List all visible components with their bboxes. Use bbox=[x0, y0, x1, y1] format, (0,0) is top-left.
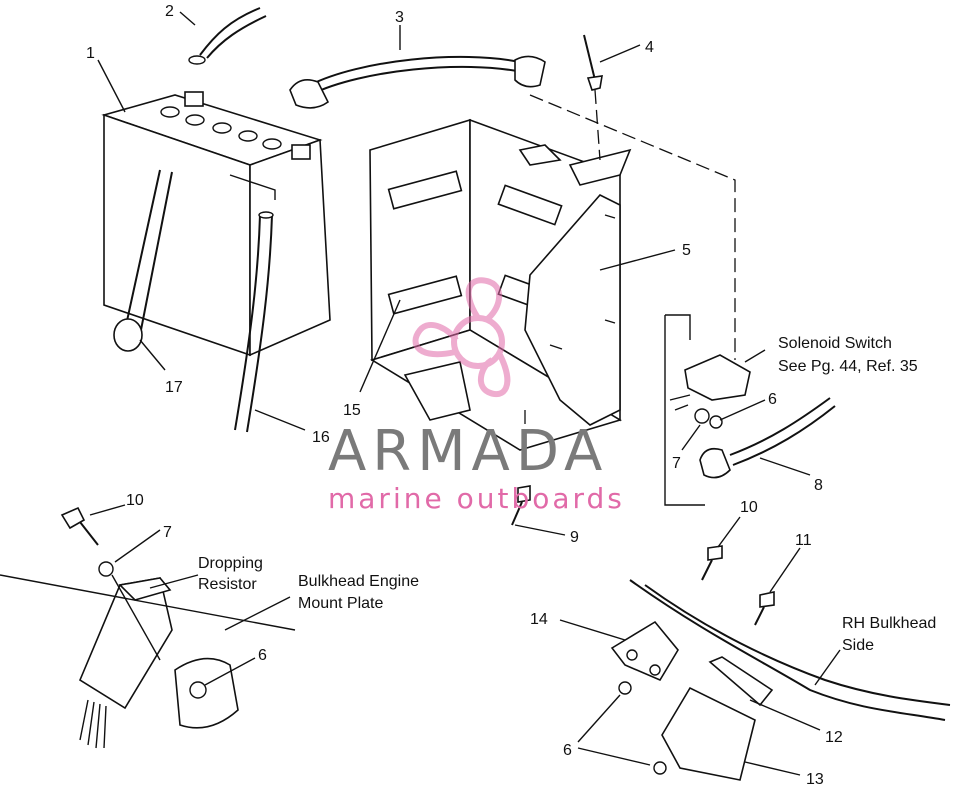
battery bbox=[101, 91, 331, 357]
callout-11: 11 bbox=[795, 532, 812, 549]
callout-7-solenoid: 7 bbox=[672, 455, 681, 472]
routing-line-b bbox=[594, 89, 601, 161]
callout-10-left: 10 bbox=[126, 492, 144, 509]
vent-tube-cap bbox=[113, 318, 143, 352]
leader-lines bbox=[89, 11, 841, 776]
bracket-14 bbox=[610, 620, 679, 682]
note-bulkhead-2: Mount Plate bbox=[298, 595, 383, 612]
nut-6-right-b bbox=[653, 761, 667, 775]
callout-14: 14 bbox=[530, 611, 548, 628]
watermark-tagline: marine outboards bbox=[328, 482, 625, 515]
bulkhead-plate-edge bbox=[0, 574, 296, 631]
callout-4: 4 bbox=[645, 39, 654, 56]
note-solenoid-ref: See Pg. 44, Ref. 35 bbox=[778, 358, 918, 375]
solenoid-switch bbox=[669, 354, 751, 411]
note-dropping-1: Dropping bbox=[198, 555, 263, 572]
cable-8 bbox=[699, 397, 836, 479]
callout-17: 17 bbox=[165, 379, 183, 396]
bracket-line-b bbox=[664, 315, 705, 506]
washer-7-left bbox=[98, 561, 114, 577]
callout-5: 5 bbox=[682, 242, 691, 259]
callout-6-left: 6 bbox=[258, 647, 267, 664]
watermark-brand: ARMADA bbox=[328, 419, 608, 484]
washer-7 bbox=[694, 408, 710, 424]
routing-line-a bbox=[529, 94, 736, 360]
callout-6-right: 6 bbox=[563, 742, 572, 759]
propeller-logo bbox=[412, 277, 511, 398]
cable-2 bbox=[188, 7, 267, 65]
note-rh-bulkhead-1: RH Bulkhead bbox=[842, 615, 936, 632]
drain-hose-edge bbox=[246, 214, 273, 433]
plate-12 bbox=[708, 656, 774, 707]
callout-8: 8 bbox=[814, 477, 823, 494]
note-rh-bulkhead-2: Side bbox=[842, 637, 874, 654]
callout-13: 13 bbox=[806, 771, 824, 786]
bracket-line-a bbox=[665, 314, 691, 340]
callout-3: 3 bbox=[395, 9, 404, 26]
callout-7-left: 7 bbox=[163, 524, 172, 541]
cable-3 bbox=[289, 55, 546, 109]
bolt-9 bbox=[511, 485, 531, 526]
notes: Solenoid Switch See Pg. 44, Ref. 35 Drop… bbox=[198, 335, 936, 654]
callout-6-solenoid: 6 bbox=[768, 391, 777, 408]
callout-10-right: 10 bbox=[740, 499, 758, 516]
vent-tube bbox=[124, 169, 173, 336]
callout-9: 9 bbox=[570, 529, 579, 546]
callout-16: 16 bbox=[312, 429, 330, 446]
drain-hose bbox=[234, 214, 261, 431]
watermark: ARMADA marine outboards bbox=[328, 277, 625, 515]
mount-plate bbox=[174, 657, 239, 729]
note-bulkhead-1: Bulkhead Engine bbox=[298, 573, 419, 590]
nut-6-right-a bbox=[618, 681, 632, 695]
bolt-11 bbox=[759, 591, 775, 608]
callout-1: 1 bbox=[86, 45, 95, 62]
nut-6 bbox=[709, 415, 723, 429]
note-dropping-2: Resistor bbox=[198, 576, 257, 593]
bolt-10-right bbox=[707, 545, 723, 561]
battery-cells bbox=[160, 91, 311, 200]
note-solenoid-title: Solenoid Switch bbox=[778, 335, 892, 352]
bolt-10-shaft bbox=[79, 521, 99, 546]
plate-13 bbox=[661, 686, 756, 781]
dropping-resistor bbox=[78, 577, 173, 749]
callouts: 1 2 3 4 5 6 7 8 9 10 7 6 17 15 16 10 11 … bbox=[86, 3, 843, 786]
callout-15: 15 bbox=[343, 402, 361, 419]
callout-2: 2 bbox=[165, 3, 174, 20]
callout-12: 12 bbox=[825, 729, 843, 746]
battery-strap bbox=[524, 148, 632, 426]
box-latch bbox=[403, 361, 471, 421]
bolt-10-head bbox=[60, 506, 86, 530]
bolt-4 bbox=[583, 34, 603, 91]
box-tab bbox=[518, 144, 562, 166]
